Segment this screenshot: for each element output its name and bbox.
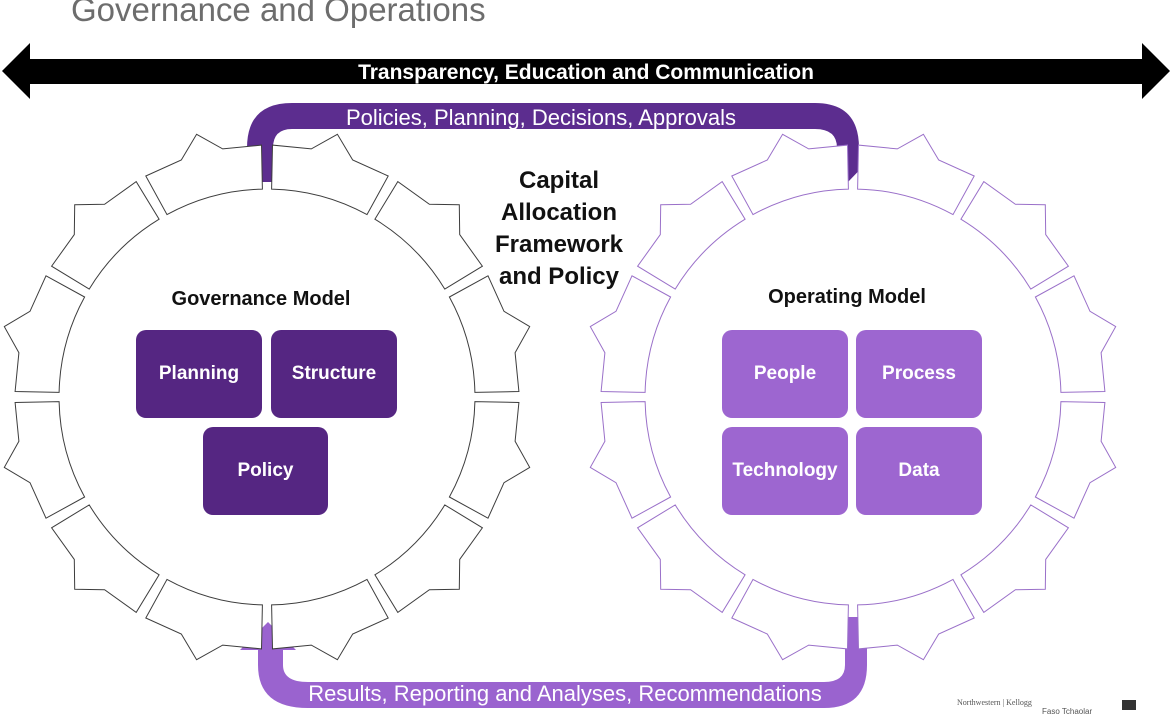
technology-box: Technology [722,427,848,515]
policy-box: Policy [203,427,328,515]
process-box: Process [856,330,982,418]
gear-segment [271,578,389,661]
gear-segment [374,180,484,290]
center-title-line: and Policy [498,263,620,290]
gear-segment [589,275,672,393]
gear-segment [271,133,389,216]
gear-segment [636,504,746,614]
gear-segment [857,578,975,661]
gear-segment [50,180,160,290]
gear-segment [731,578,849,661]
gear-segment [3,275,86,393]
center-title-line: Allocation [500,199,617,226]
banner-text: Transparency, Education and Communicatio… [358,61,814,84]
top-flow-arrow [247,103,873,182]
planning-box: Planning [136,330,262,418]
northwestern-kellogg-logo: Northwestern | Kellogg [957,698,1032,707]
page-title: Governance and Operations [71,0,486,28]
gear-segment [960,504,1070,614]
banner-arrow [2,43,1170,99]
top-flow-text: Policies, Planning, Decisions, Approvals [346,105,736,130]
gear-segment [589,401,672,519]
operating-gear-icon [589,133,1117,661]
operating-model-title: Operating Model [768,286,926,308]
governance-model-title: Governance Model [171,288,351,310]
gear-segment [145,133,263,216]
footer-logo-secondary: Faso Tchaolar [1042,707,1093,716]
gear-segment [374,504,484,614]
people-box: People [722,330,848,418]
center-title-line: Capital [518,167,599,194]
gear-segment [448,401,531,519]
center-title: Capital Allocation Framework and Policy [470,165,648,293]
gear-segment [857,133,975,216]
gear-segment [731,133,849,216]
gear-segment [145,578,263,661]
corner-logo-icon [1122,700,1136,710]
gear-segment [448,275,531,393]
gear-segment [50,504,160,614]
gear-segment [1034,401,1117,519]
gear-segment [636,180,746,290]
center-title-line: Framework [494,231,624,258]
data-box: Data [856,427,982,515]
gear-segment [1034,275,1117,393]
structure-box: Structure [271,330,397,418]
gear-segment [960,180,1070,290]
governance-gear-icon [3,133,531,661]
gear-segment [3,401,86,519]
bottom-flow-text: Results, Reporting and Analyses, Recomme… [308,681,822,706]
bottom-flow-arrow [240,617,867,708]
